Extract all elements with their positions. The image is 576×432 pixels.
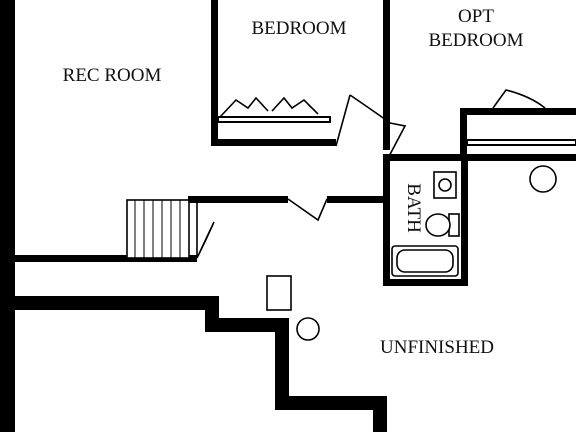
rec-room-label: REC ROOM: [63, 65, 162, 86]
staircase: [126, 199, 215, 259]
doors: [219, 89, 546, 222]
room-labels: REC ROOM BEDROOM OPT BEDROOM BATH UNFINI…: [63, 6, 524, 358]
interior-walls: [8, 0, 576, 286]
unfinished-label: UNFINISHED: [380, 337, 494, 358]
bedroom-label: BEDROOM: [251, 18, 346, 39]
mechanical-equipment: [266, 165, 557, 341]
bath-label: BATH: [403, 183, 424, 233]
bath-fixtures: [391, 171, 460, 277]
exterior-walls: [0, 0, 387, 432]
opt-bedroom-label-line1: OPT: [458, 6, 494, 27]
opt-bedroom-label-line2: BEDROOM: [428, 30, 523, 51]
